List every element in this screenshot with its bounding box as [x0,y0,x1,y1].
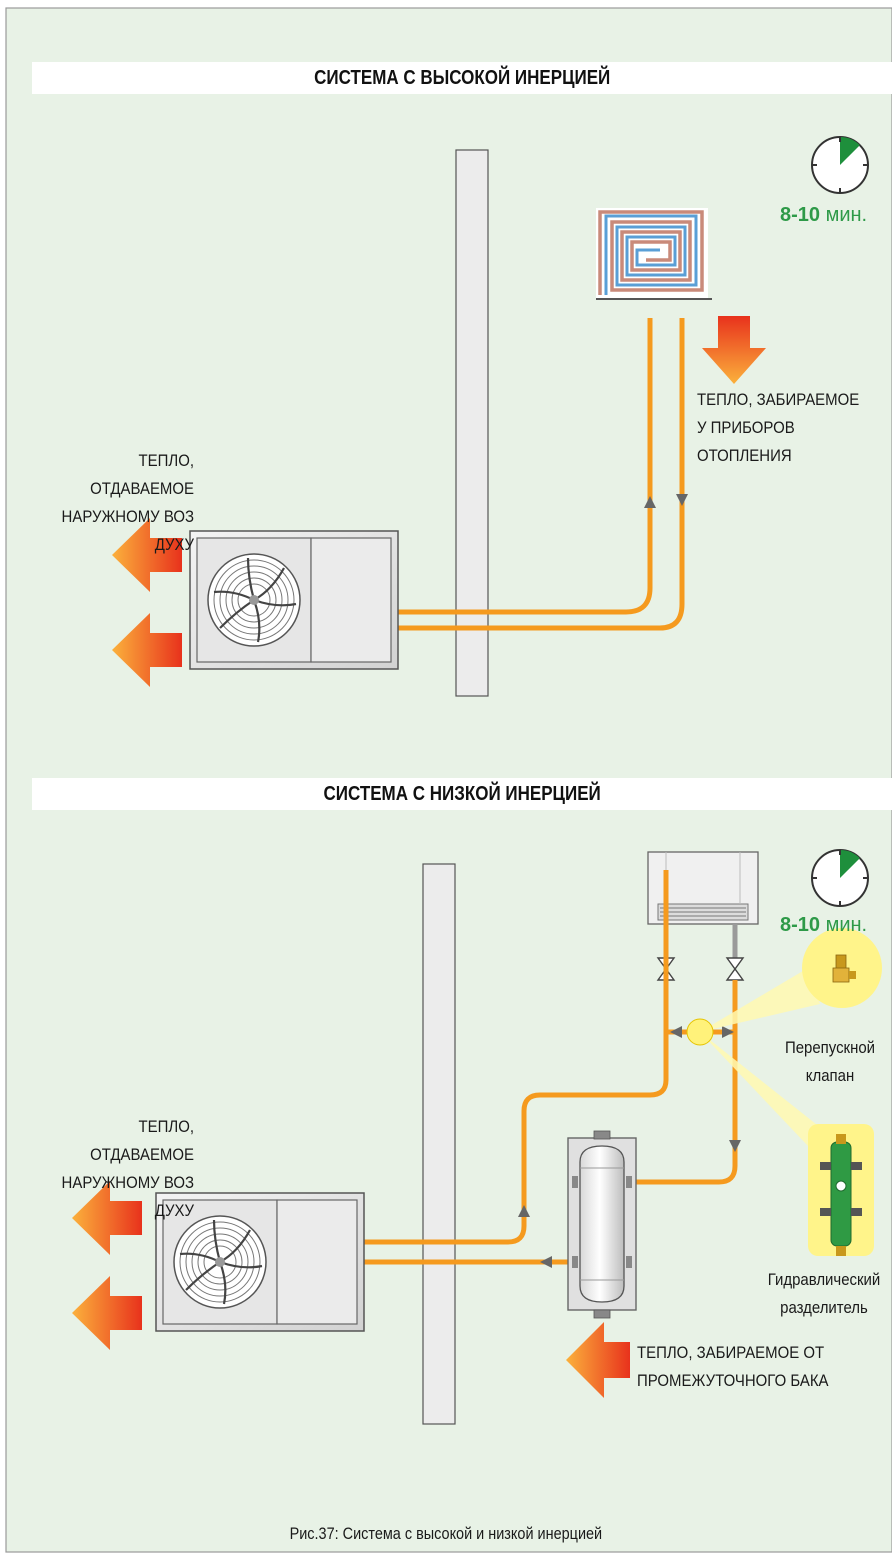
floor-heating-icon [596,208,712,300]
outdoor-unit-top [190,531,398,669]
flow-arrow-up-top [644,496,656,508]
tank-heat-label: ТЕПЛО, ЗАБИРАЕМОЕ ОТ ПРОМЕЖУТОЧНОГО БАКА [637,1343,829,1390]
clock-icon-bottom [811,849,869,907]
bypass-valve-label: Перепускной клапан [784,1038,876,1085]
heat-left-arrow-4 [72,1276,142,1350]
hydraulic-separator-label: Гидравлический разделитель [767,1270,881,1317]
outdoor-heat-label-bottom: ТЕПЛО, ОТДАВАЕМОЕ НАРУЖНОМУ ВОЗ ДУХУ [61,1117,195,1220]
clock-icon-top [811,136,869,194]
buffer-tank-icon [567,1130,637,1319]
panel-title-high-inertia: СИСТЕМА С ВЫСОКОЙ ИНЕРЦИЕЙ [32,62,892,94]
figure-caption: Рис.37: Система с высокой и низкой инерц… [289,1524,603,1543]
heat-left-arrow-1 [112,518,182,592]
heat-tank-arrow [566,1322,630,1398]
time-label-bottom: 8-10 мин. [780,914,868,936]
pipes-top [394,318,685,631]
heat-left-arrow-3 [72,1181,142,1255]
time-label-top: 8-10 мин. [780,204,868,226]
outdoor-heat-label-top: ТЕПЛО, ОТДАВАЕМОЕ НАРУЖНОМУ ВОЗ ДУХУ [61,451,195,554]
bypass-valve-icon [802,928,882,1008]
emitter-heat-label: ТЕПЛО, ЗАБИРАЕМОЕ У ПРИБОРОВ ОТОПЛЕНИЯ [697,390,860,465]
hydraulic-separator-icon [808,1124,874,1256]
wall-bottom [422,863,456,1425]
heat-down-arrow [702,316,766,384]
wall-top [455,149,489,697]
panel-title-low-inertia: СИСТЕМА С НИЗКОЙ ИНЕРЦИЕЙ [32,778,892,810]
heat-left-arrow-2 [112,613,182,687]
flow-arrow-down-top [676,494,688,506]
